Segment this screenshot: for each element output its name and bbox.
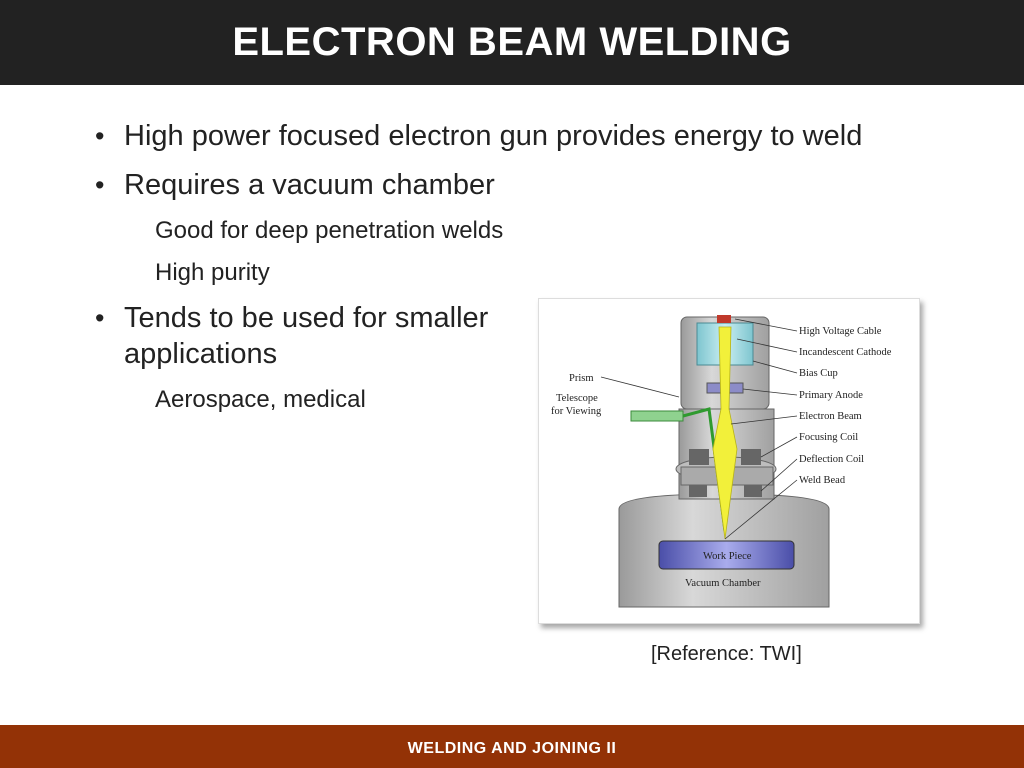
bullet-item: High power focused electron gun provides… bbox=[95, 118, 975, 154]
electron-beam-diagram: Work Piece Vacuum Chamber High Voltage C… bbox=[538, 298, 920, 624]
sub-bullet-item: High purity bbox=[155, 259, 270, 286]
label-incandescent-cathode: Incandescent Cathode bbox=[799, 347, 892, 358]
work-piece-shape bbox=[658, 540, 795, 570]
label-primary-anode: Primary Anode bbox=[799, 390, 863, 401]
label-deflection-coil: Deflection Coil bbox=[799, 454, 864, 465]
label-high-voltage-cable: High Voltage Cable bbox=[799, 326, 882, 337]
bullet-item: Tends to be used for smaller application… bbox=[95, 300, 524, 372]
sub-bullet-item: Good for deep penetration welds bbox=[155, 217, 504, 244]
bullet-item: Requires a vacuum chamber bbox=[95, 167, 975, 203]
footer-text: WELDING AND JOINING II bbox=[407, 739, 617, 757]
label-telescope-line1: Telescope bbox=[556, 393, 598, 404]
slide-title: ELECTRON BEAM WELDING bbox=[232, 20, 792, 64]
label-telescope-line2: for Viewing bbox=[551, 406, 602, 417]
telescope-shape bbox=[630, 410, 684, 422]
bullet-list: High power focused electron gun provides… bbox=[95, 118, 975, 427]
label-weld-bead: Weld Bead bbox=[799, 475, 846, 486]
label-vacuum-chamber: Vacuum Chamber bbox=[685, 578, 761, 589]
label-work-piece: Work Piece bbox=[703, 551, 752, 562]
title-bar: ELECTRON BEAM WELDING bbox=[0, 0, 1024, 85]
electron-beam-shape bbox=[712, 326, 738, 540]
reference-caption: [Reference: TWI] bbox=[651, 643, 802, 665]
footer-bar: WELDING AND JOINING II bbox=[0, 725, 1024, 768]
label-bias-cup: Bias Cup bbox=[799, 368, 838, 379]
label-electron-beam: Electron Beam bbox=[799, 411, 862, 422]
label-prism: Prism bbox=[569, 373, 594, 384]
sub-bullet-item: Aerospace, medical bbox=[155, 386, 366, 413]
label-focusing-coil: Focusing Coil bbox=[799, 432, 858, 443]
